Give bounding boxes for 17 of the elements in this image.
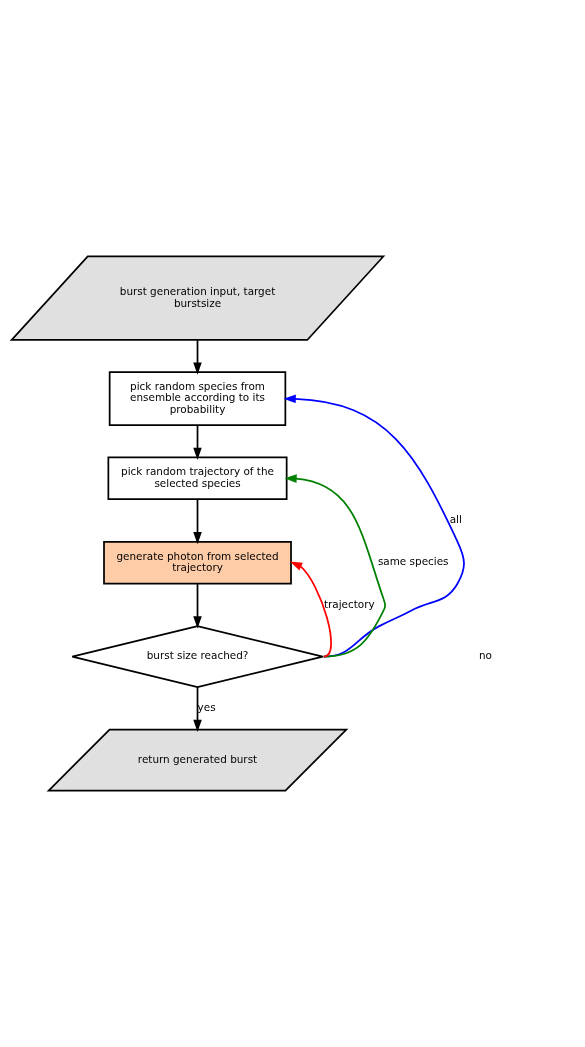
arrow [193, 339, 202, 375]
arrow [289, 561, 332, 658]
edge-label: same species [377, 555, 449, 568]
arrow [193, 582, 202, 629]
node-box: generate photon from selected trajectory [103, 540, 292, 585]
arrow [283, 394, 465, 658]
edge-label: trajectory [323, 597, 375, 610]
arrow [284, 474, 386, 658]
node-box: pick random species from ensemble according to its probability [108, 371, 287, 427]
node-diamond: burst size reached? [71, 625, 324, 688]
label: no [478, 649, 492, 662]
arrow [193, 686, 202, 732]
edge-label: all [449, 513, 462, 526]
arrow [193, 424, 202, 460]
edge-label: yes [197, 701, 216, 714]
arrow [193, 498, 202, 545]
node-box: pick random trajectory of the selected species [107, 456, 288, 500]
